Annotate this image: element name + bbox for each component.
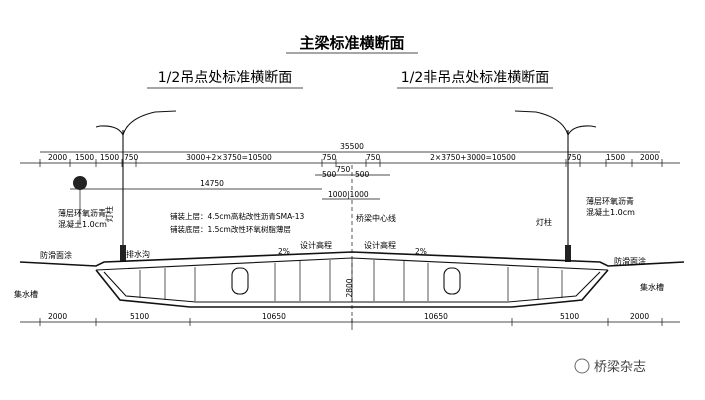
watermark: 桥梁杂志 <box>574 358 646 375</box>
label-design-elev-left: 设计高程 <box>300 240 332 250</box>
label-lamp-left: 灯柱 <box>104 206 114 222</box>
label-antislip-left: 防滑面涂 <box>40 250 72 260</box>
dim-1500-b: 1500 <box>100 153 119 162</box>
label-lamp-right: 灯柱 <box>536 217 552 227</box>
dim-2000-right: 2000 <box>640 153 659 162</box>
label-right-coat: 薄层环氧沥青 <box>586 196 634 206</box>
bdim-5100-left: 5100 <box>130 312 149 321</box>
signal-lamp-icon <box>73 176 87 190</box>
bdim-5100-right: 5100 <box>560 312 579 321</box>
label-pave-bottom: 铺装底层：1.5cm改性环氧树脂薄层 <box>170 224 291 234</box>
stiffeners <box>139 260 563 301</box>
bdim-10650-left: 10650 <box>262 312 286 321</box>
dim-left-lanes: 3000+2×3750=10500 <box>186 153 272 162</box>
watermark-text: 桥梁杂志 <box>594 360 646 375</box>
dim-14750: 14750 <box>200 179 224 188</box>
dim-750-b: 750 <box>322 153 337 162</box>
diaphragm-hole-right <box>443 267 461 295</box>
bdim-2000-right: 2000 <box>630 312 649 321</box>
label-pave-top: 铺装上层：4.5cm高粘改性沥青SMA-13 <box>170 211 305 221</box>
diaphragm-hole-left <box>231 267 249 295</box>
label-bridge-centerline: 桥梁中心线 <box>356 213 396 223</box>
lamp-post-left-icon <box>95 110 177 262</box>
left-subtitle: 1/2吊点处标准横断面 <box>158 70 293 86</box>
dim-mid-500-a: 500 <box>322 170 337 179</box>
drawing-title: 主梁标准横断面 <box>299 34 404 52</box>
label-water-right: 集水槽 <box>640 282 664 292</box>
label-right-coat2: 混凝土1.0cm <box>586 207 635 217</box>
label-slope-left: 2% <box>278 247 290 256</box>
bdim-10650-right: 10650 <box>424 312 448 321</box>
label-design-elev-right: 设计高程 <box>364 240 396 250</box>
dim-1500-a: 1500 <box>75 153 94 162</box>
label-antislip-right: 防滑面涂 <box>614 256 646 266</box>
dim-right-lanes: 2×3750+3000=10500 <box>430 153 516 162</box>
bottom-dim-ticks <box>39 318 663 326</box>
label-slope-right: 2% <box>415 247 427 256</box>
label-left-coat: 薄层环氧沥青 <box>58 208 106 218</box>
dim-mid-500-b: 500 <box>355 170 370 179</box>
lamp-post-right-icon <box>514 110 597 262</box>
wechat-icon <box>574 358 590 374</box>
dim-2000-left: 2000 <box>48 153 67 162</box>
bdim-2000-left: 2000 <box>48 312 67 321</box>
total-dim-text: 35500 <box>340 142 364 151</box>
right-subtitle: 1/2非吊点处标准横断面 <box>401 70 550 86</box>
label-water-left: 集水槽 <box>14 289 38 299</box>
dim-2800: 2800 <box>345 278 354 297</box>
dim-mid-750: 750 <box>336 165 351 174</box>
label-left-coat2: 混凝土1.0cm <box>58 219 107 229</box>
dim-center-pair: 1000|1000 <box>328 190 369 199</box>
dim-1500-c: 1500 <box>606 153 625 162</box>
dim-750-d: 750 <box>567 153 582 162</box>
dim-750-a: 750 <box>124 153 139 162</box>
dim-750-c: 750 <box>366 153 381 162</box>
label-drain: 排水沟 <box>126 249 150 259</box>
top-dim-ticks <box>39 159 663 167</box>
